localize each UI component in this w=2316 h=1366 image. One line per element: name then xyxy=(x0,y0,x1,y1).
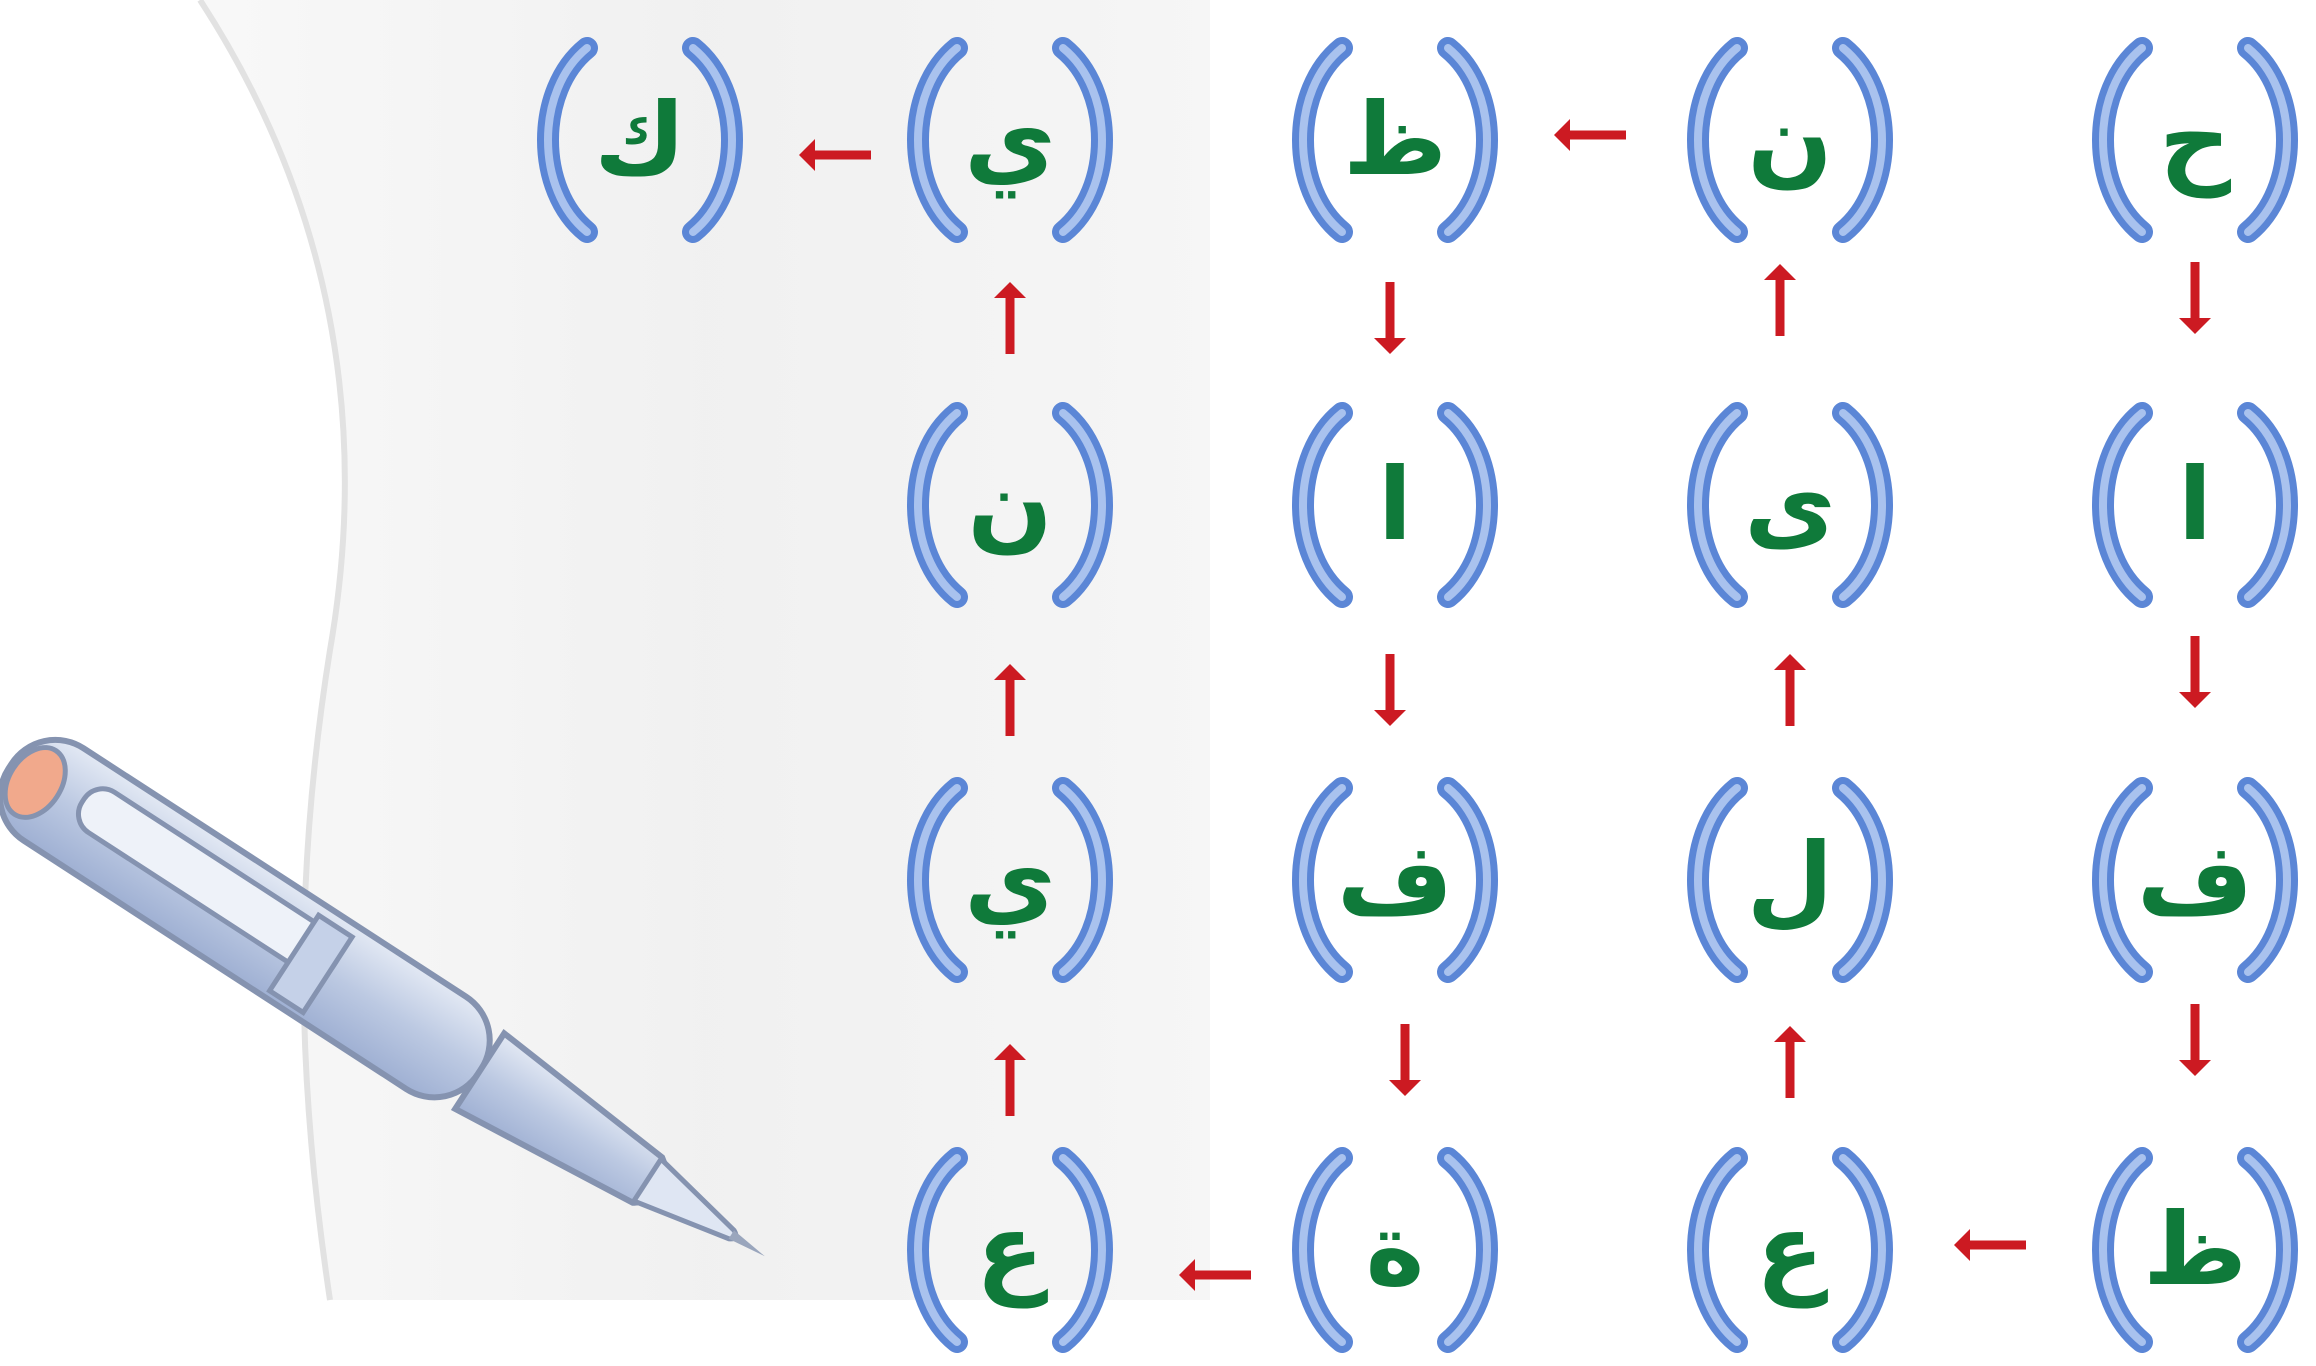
letter-cell-r1c1: ح xyxy=(2080,37,2310,243)
letter-r2c3: ا xyxy=(1377,446,1413,563)
letter-r3c3: ف xyxy=(1336,821,1454,938)
letter-r1c3: ظ xyxy=(1343,81,1447,198)
letter-cell-r4c1: ظ xyxy=(2080,1147,2310,1353)
arrow-left-icon xyxy=(1554,119,1626,151)
letter-r1c5: ك xyxy=(594,81,686,198)
letter-cell-r1c4: ي xyxy=(895,37,1125,243)
letter-cell-r1c3: ظ xyxy=(1280,37,1510,243)
arrow-left-icon xyxy=(799,139,871,171)
arrow-up-icon xyxy=(1774,654,1806,726)
parenthesis-frame-icon xyxy=(1292,402,1498,608)
letter-cell-r3c1: ف xyxy=(2080,777,2310,983)
letter-r4c1: ظ xyxy=(2143,1191,2247,1308)
arrow-left-icon xyxy=(1954,1229,2026,1261)
letter-r4c4: ع xyxy=(975,1191,1045,1308)
parenthesis-frame-icon xyxy=(1687,777,1893,983)
letter-cell-r2c1: ا xyxy=(2080,402,2310,608)
parenthesis-frame-icon xyxy=(907,37,1113,243)
letter-cell-r4c4: ع xyxy=(895,1147,1125,1353)
parenthesis-frame-icon xyxy=(907,1147,1113,1353)
letter-r2c4: ن xyxy=(967,446,1053,563)
arrow-up-icon xyxy=(1774,1026,1806,1098)
arrow-up-icon xyxy=(1764,264,1796,336)
pen-icon xyxy=(0,736,765,1257)
parenthesis-frame-icon xyxy=(1292,37,1498,243)
letter-cell-r2c3: ا xyxy=(1280,402,1510,608)
letter-cell-r3c2: ل xyxy=(1675,777,1905,983)
parenthesis-frame-icon xyxy=(537,37,743,243)
arrow-up-icon xyxy=(994,282,1026,354)
letter-r3c4: ي xyxy=(964,821,1056,938)
arrow-down-icon xyxy=(1389,1024,1421,1096)
parenthesis-frame-icon xyxy=(907,402,1113,608)
letter-r1c2: ن xyxy=(1747,81,1833,198)
letter-r3c2: ل xyxy=(1746,821,1834,938)
arrow-down-icon xyxy=(2179,262,2211,334)
letter-cell-r3c4: ي xyxy=(895,777,1125,983)
arrow-down-icon xyxy=(2179,636,2211,708)
parenthesis-frame-icon xyxy=(2092,402,2298,608)
parenthesis-frame-icon xyxy=(2092,37,2298,243)
letter-cell-r1c5: ك xyxy=(525,37,755,243)
arrow-down-icon xyxy=(1374,654,1406,726)
parenthesis-frame-icon xyxy=(1687,1147,1893,1353)
letter-r4c3: ة xyxy=(1365,1191,1425,1308)
parenthesis-frame-icon xyxy=(1292,1147,1498,1353)
parenthesis-frame-icon xyxy=(907,777,1113,983)
arrow-down-icon xyxy=(2179,1004,2211,1076)
parenthesis-frame-icon xyxy=(1687,402,1893,608)
letter-cell-r4c3: ة xyxy=(1280,1147,1510,1353)
letter-r2c1: ا xyxy=(2177,446,2213,563)
parenthesis-frame-icon xyxy=(2092,1147,2298,1353)
letter-r1c1: ح xyxy=(2158,81,2232,198)
parenthesis-frame-icon xyxy=(1292,777,1498,983)
arrow-up-icon xyxy=(994,664,1026,736)
letter-r2c2: ى xyxy=(1744,446,1836,563)
letter-cell-r1c2: ن xyxy=(1675,37,1905,243)
arrow-up-icon xyxy=(994,1044,1026,1116)
letter-r4c2: ع xyxy=(1755,1191,1825,1308)
parenthesis-frame-icon xyxy=(2092,777,2298,983)
letter-r1c4: ي xyxy=(964,81,1056,198)
letter-r3c1: ف xyxy=(2136,821,2254,938)
letter-cell-r4c2: ع xyxy=(1675,1147,1905,1353)
arrow-down-icon xyxy=(1374,282,1406,354)
letter-cell-r3c3: ف xyxy=(1280,777,1510,983)
arrow-left-icon xyxy=(1179,1259,1251,1291)
letter-cell-r2c2: ى xyxy=(1675,402,1905,608)
parenthesis-frame-icon xyxy=(1687,37,1893,243)
letter-cell-r2c4: ن xyxy=(895,402,1125,608)
